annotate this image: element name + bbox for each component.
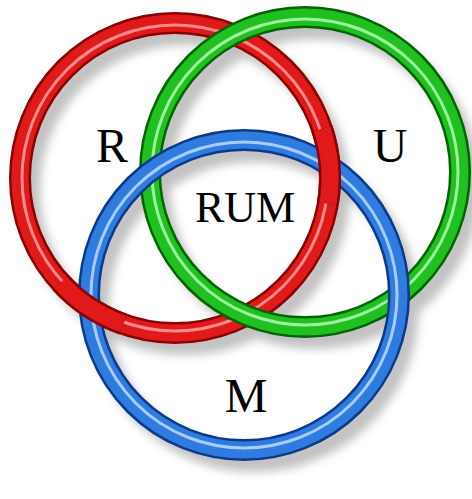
ring-shadow: [30, 29, 470, 462]
ring-label: U: [373, 122, 408, 170]
ring-label: M: [225, 372, 268, 420]
ring-label: RUM: [195, 186, 295, 230]
ring-label: R: [96, 122, 128, 170]
blue-ring: [89, 140, 399, 450]
green-ring: [150, 17, 460, 327]
